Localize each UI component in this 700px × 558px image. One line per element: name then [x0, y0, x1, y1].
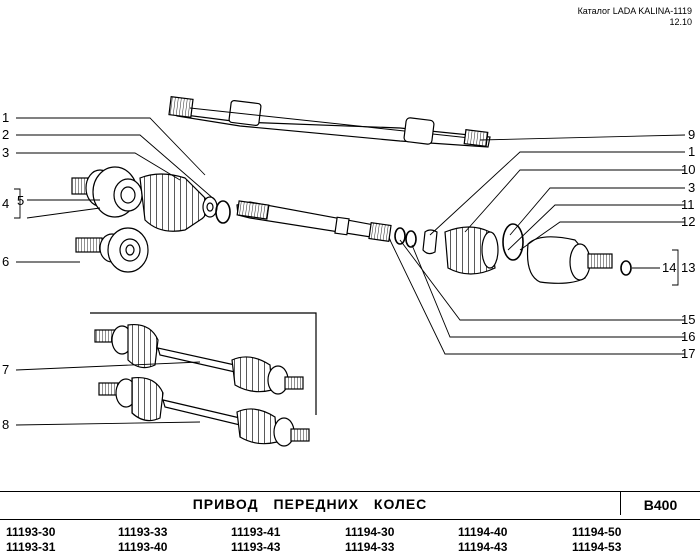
- callout-left-4: 4: [2, 196, 9, 211]
- footer: ПРИВОД ПЕРЕДНИХ КОЛЕС В400 11193-30 1119…: [0, 491, 700, 558]
- drive-shaft: [236, 200, 392, 242]
- model-code: 11193-40: [118, 540, 168, 554]
- drive-assembly-8: [98, 376, 310, 447]
- callout-right-13: 13: [681, 260, 695, 275]
- callout-right-11: 11: [681, 197, 695, 212]
- callout-right-12: 12: [681, 214, 695, 229]
- callout-right-1: 1: [688, 144, 695, 159]
- callout-right-17: 17: [681, 346, 695, 361]
- model-code: 11194-43: [458, 540, 508, 554]
- model-code: 11193-31: [6, 540, 56, 554]
- callout-left-3: 3: [2, 145, 9, 160]
- catalog-title: Каталог LADA KALINA-1119: [577, 6, 692, 16]
- callout-numbers: 1 2 3 5 4 6 7 8 9 1 10 3 11 12 13 14 15 …: [2, 110, 695, 432]
- outer-joint-parts: [394, 223, 632, 284]
- model-code: 11194-30: [345, 525, 395, 539]
- section-code: В400: [620, 492, 700, 515]
- inner-joint-parts: [71, 166, 231, 273]
- callout-right-16: 16: [681, 329, 695, 344]
- callout-left-7: 7: [2, 362, 9, 377]
- model-code: 11194-33: [345, 540, 395, 554]
- callout-right-9: 9: [688, 127, 695, 142]
- callout-left-5: 5: [17, 193, 24, 208]
- callout-right-15: 15: [681, 312, 695, 327]
- model-code: 11193-43: [231, 540, 281, 554]
- model-code: 11193-41: [231, 525, 281, 539]
- intermediate-shaft: [168, 96, 491, 148]
- model-code: 11193-33: [118, 525, 168, 539]
- callout-left-2: 2: [2, 127, 9, 142]
- model-code: 11194-40: [458, 525, 508, 539]
- assembly-bracket: [90, 312, 317, 415]
- drive-assembly-7: [94, 323, 304, 395]
- callout-right-3: 3: [688, 180, 695, 195]
- title-row: ПРИВОД ПЕРЕДНИХ КОЛЕС В400: [0, 491, 700, 520]
- exploded-diagram: 1 2 3 5 4 6 7 8 9 1 10 3 11 12 13 14 15 …: [2, 96, 695, 447]
- callout-left-8: 8: [2, 417, 9, 432]
- leader-lines: [14, 117, 686, 426]
- callout-right-14: 14: [662, 260, 676, 275]
- model-code: 11193-30: [6, 525, 56, 539]
- catalog-date: 12.10: [669, 17, 692, 27]
- section-title: ПРИВОД ПЕРЕДНИХ КОЛЕС: [192, 496, 428, 512]
- model-code: 11194-53: [572, 540, 622, 554]
- model-code: 11194-50: [572, 525, 622, 539]
- callout-left-6: 6: [2, 254, 9, 269]
- callout-left-1: 1: [2, 110, 9, 125]
- callout-right-10: 10: [681, 162, 695, 177]
